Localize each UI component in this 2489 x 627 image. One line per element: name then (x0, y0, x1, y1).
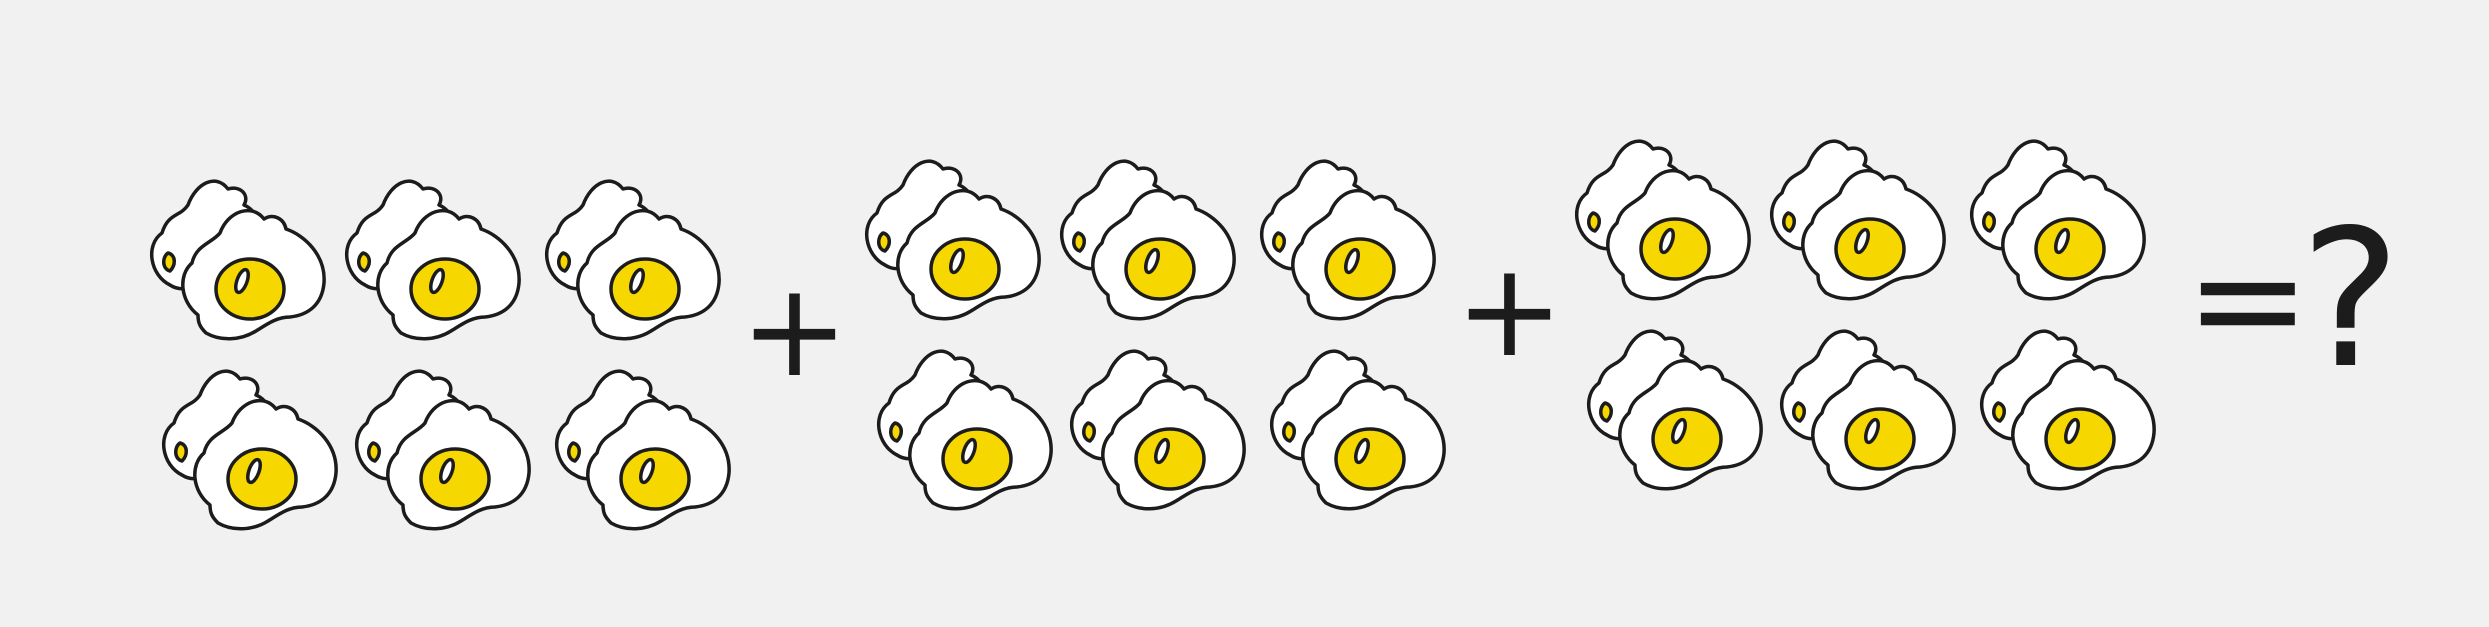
fried-egg-pair-icon (1050, 145, 1250, 335)
fried-egg-pair-icon (867, 335, 1067, 525)
plus-sign-1: + (740, 254, 849, 406)
fried-egg-pair-icon (1760, 125, 1960, 315)
fried-egg-pair-icon (1770, 315, 1970, 505)
fried-egg-pair-icon (1565, 125, 1765, 315)
question-mark: ? (2300, 189, 2401, 410)
equals-sign: = (2185, 213, 2311, 387)
fried-egg-pair-icon (1060, 335, 1260, 525)
egg-group-1 (140, 165, 740, 565)
fried-egg-pair-icon (1250, 145, 1450, 335)
fried-egg-pair-icon (345, 355, 545, 545)
egg-group-2 (855, 145, 1455, 545)
fried-egg-pair-icon (855, 145, 1055, 335)
fried-egg-pair-icon (1970, 315, 2170, 505)
fried-egg-pair-icon (535, 165, 735, 355)
fried-egg-pair-icon (1577, 315, 1777, 505)
egg-group-3 (1565, 125, 2165, 525)
fried-egg-pair-icon (1960, 125, 2160, 315)
fried-egg-pair-icon (140, 165, 340, 355)
fried-egg-pair-icon (1260, 335, 1460, 525)
fried-egg-pair-icon (335, 165, 535, 355)
fried-egg-pair-icon (545, 355, 745, 545)
plus-sign-2: + (1455, 234, 1564, 386)
fried-egg-pair-icon (152, 355, 352, 545)
